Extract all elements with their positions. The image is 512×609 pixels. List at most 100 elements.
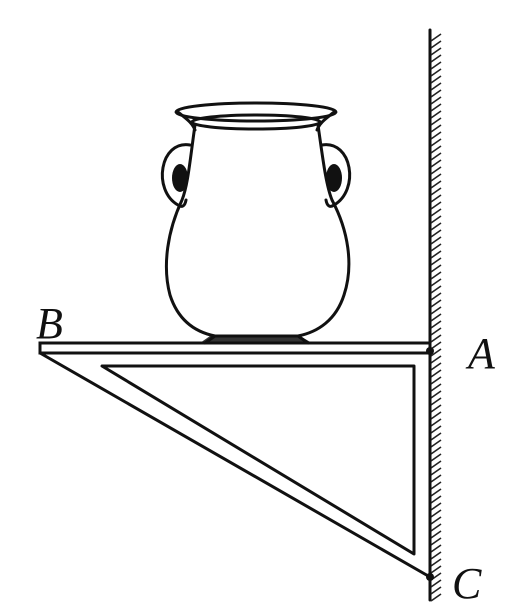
wall-hatch-mark xyxy=(430,502,442,511)
wall-hatch-mark xyxy=(430,341,442,350)
wall-hatch-mark xyxy=(430,306,442,315)
wall-hatch-mark xyxy=(430,229,442,238)
wall-hatch-mark xyxy=(430,173,442,182)
wall-hatch-mark xyxy=(430,250,442,259)
vase-handle-right-hole xyxy=(326,164,342,192)
wall-hatch-mark xyxy=(430,411,442,420)
wall-hatch-mark xyxy=(430,551,442,560)
wall-hatch-mark xyxy=(430,299,442,308)
wall-hatch-mark xyxy=(430,334,442,343)
wall-hatch-mark xyxy=(430,313,442,322)
vase-rim-inner xyxy=(190,113,322,131)
wall-hatch-mark xyxy=(430,355,442,364)
wall-hatch-mark xyxy=(430,40,442,49)
hinge-c xyxy=(426,573,434,581)
vase-body xyxy=(164,123,351,345)
wall-hatch-mark xyxy=(430,82,442,91)
wall-hatch-mark xyxy=(430,579,442,588)
vase-handle-left xyxy=(160,143,192,208)
wall-hatch-mark xyxy=(430,180,442,189)
wall-hatch-mark xyxy=(430,481,442,490)
wall-hatch-mark xyxy=(430,376,442,385)
wall-hatch-mark xyxy=(430,236,442,245)
wall-hatch-mark xyxy=(430,418,442,427)
wall-hatch-mark xyxy=(430,208,442,217)
label-b: B xyxy=(36,299,63,348)
wall-hatch-mark xyxy=(430,439,442,448)
wall-hatch-mark xyxy=(430,54,442,63)
wall-hatch-mark xyxy=(430,33,442,42)
wall-hatch-mark xyxy=(430,96,442,105)
wall-hatch-mark xyxy=(430,586,442,595)
wall-hatch-mark xyxy=(430,201,442,210)
wall-hatch-mark xyxy=(430,348,442,357)
wall-hatch-mark xyxy=(430,488,442,497)
label-c: C xyxy=(452,559,482,608)
wall-hatch-mark xyxy=(430,47,442,56)
wall-hatch-mark xyxy=(430,138,442,147)
wall-hatch-mark xyxy=(430,131,442,140)
wall-hatching xyxy=(430,33,442,602)
vase-neck xyxy=(176,110,336,132)
wall-hatch-mark xyxy=(430,495,442,504)
wall-hatch-mark xyxy=(430,362,442,371)
wall-hatch-mark xyxy=(430,523,442,532)
wall xyxy=(428,28,442,602)
wall-hatch-mark xyxy=(430,397,442,406)
bracket-outer xyxy=(38,351,432,579)
vase-foot xyxy=(200,336,312,343)
wall-hatch-mark xyxy=(430,222,442,231)
wall-hatch-mark xyxy=(430,460,442,469)
wall-hatch-mark xyxy=(430,285,442,294)
wall-hatch-mark xyxy=(430,432,442,441)
wall-hatch-mark xyxy=(430,194,442,203)
wall-hatch-mark xyxy=(430,215,442,224)
wall-hatch-mark xyxy=(430,593,442,602)
wall-hatch-mark xyxy=(430,530,442,539)
wall-hatch-mark xyxy=(430,565,442,574)
vase-handle-left-hole xyxy=(172,164,188,192)
wall-hatch-mark xyxy=(430,446,442,455)
wall-hatch-mark xyxy=(430,544,442,553)
wall-hatch-mark xyxy=(430,453,442,462)
wall-hatch-mark xyxy=(430,327,442,336)
wall-hatch-mark xyxy=(430,467,442,476)
wall-hatch-mark xyxy=(430,537,442,546)
wall-hatch-mark xyxy=(430,278,442,287)
wall-hatch-mark xyxy=(430,243,442,252)
wall-hatch-mark xyxy=(430,61,442,70)
vase-rim-outer xyxy=(174,101,338,123)
wall-hatch-mark xyxy=(430,145,442,154)
wall-hatch-mark xyxy=(430,117,442,126)
wall-hatch-mark xyxy=(430,103,442,112)
bracket-frame xyxy=(38,351,432,579)
vase-handle-right xyxy=(320,143,352,208)
wall-hatch-mark xyxy=(430,124,442,133)
wall-hatch-mark xyxy=(430,320,442,329)
wall-hatch-mark xyxy=(430,257,442,266)
vase-icon xyxy=(160,101,352,345)
wall-hatch-mark xyxy=(430,383,442,392)
wall-hatch-mark xyxy=(430,264,442,273)
wall-hatch-mark xyxy=(430,110,442,119)
wall-hatch-mark xyxy=(430,89,442,98)
wall-hatch-mark xyxy=(430,404,442,413)
wall-hatch-mark xyxy=(430,271,442,280)
wall-hatch-mark xyxy=(430,425,442,434)
wall-hatch-mark xyxy=(430,75,442,84)
wall-hatch-mark xyxy=(430,390,442,399)
wall-hatch-mark xyxy=(430,474,442,483)
wall-hatch-mark xyxy=(430,369,442,378)
bracket-inner xyxy=(100,364,416,556)
wall-hatch-mark xyxy=(430,159,442,168)
hinge-a xyxy=(426,347,434,355)
wall-hatch-mark xyxy=(430,68,442,77)
wall-hatch-mark xyxy=(430,516,442,525)
wall-hatch-mark xyxy=(430,292,442,301)
wall-hatch-mark xyxy=(430,558,442,567)
label-a: A xyxy=(465,329,496,378)
wall-hatch-mark xyxy=(430,509,442,518)
wall-hatch-mark xyxy=(430,166,442,175)
wall-hatch-mark xyxy=(430,187,442,196)
